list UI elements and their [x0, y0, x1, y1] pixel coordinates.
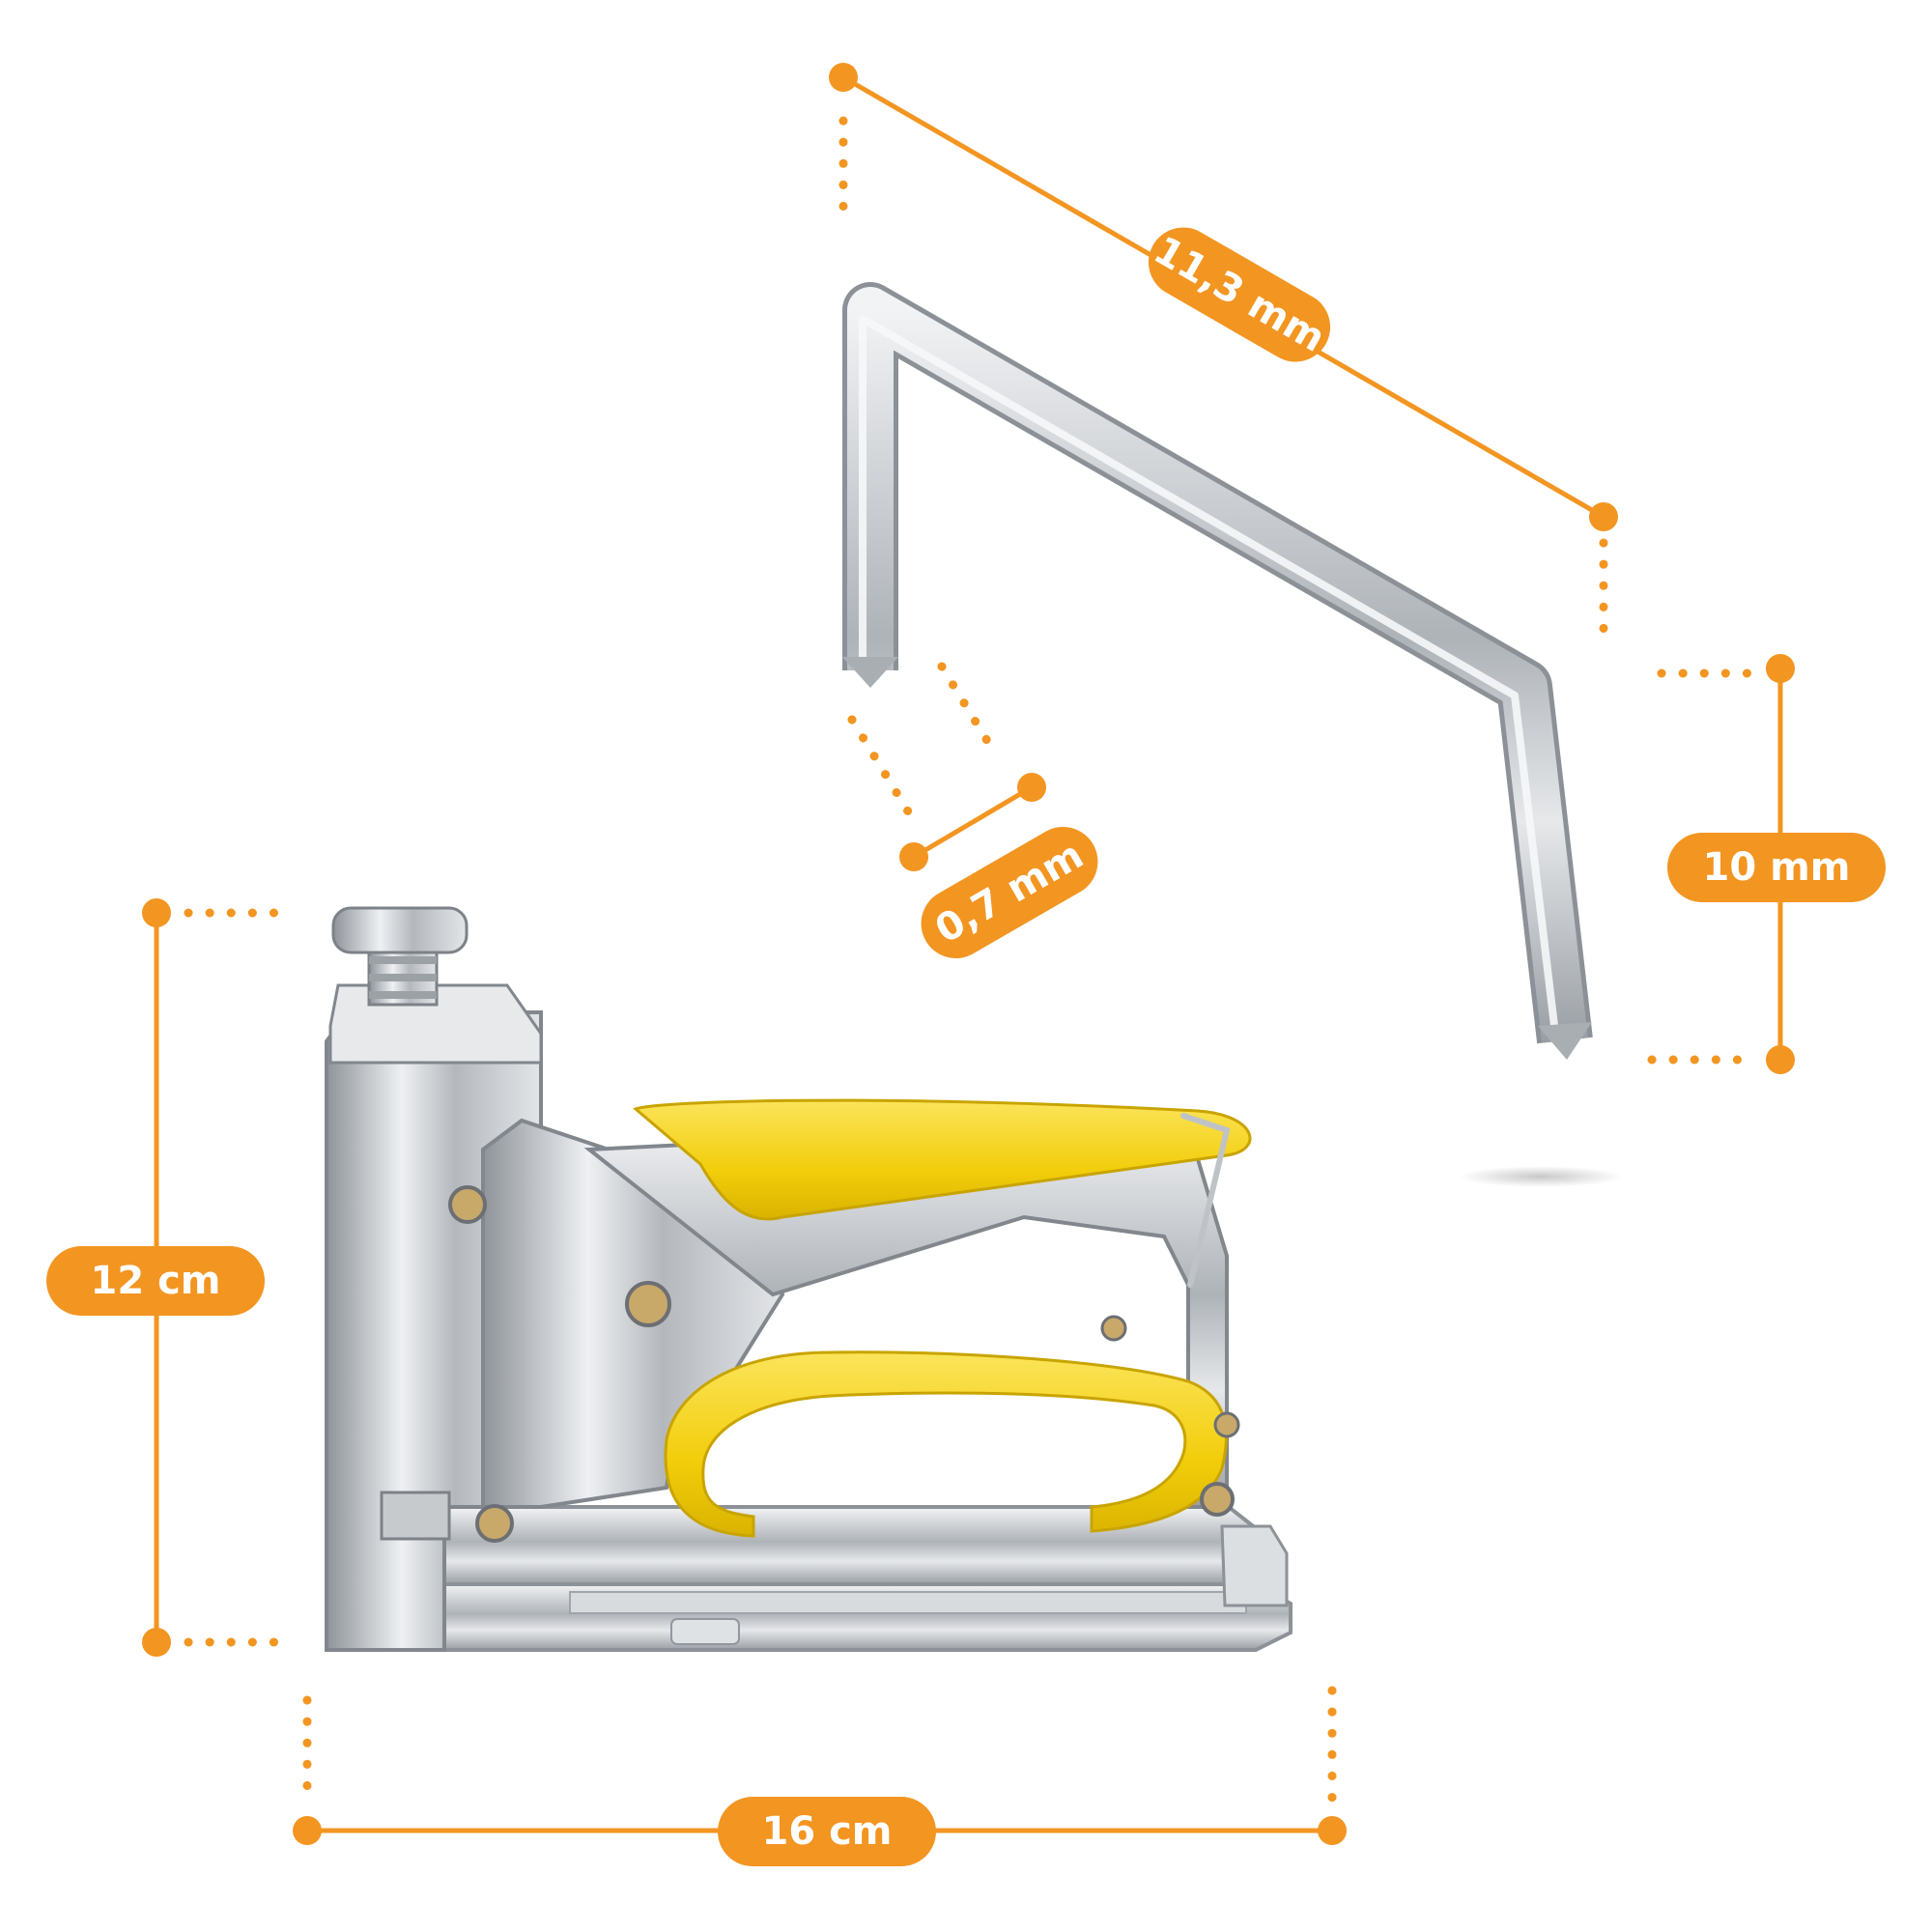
stapler-rivet — [475, 1504, 514, 1543]
stapler-front-clip — [1220, 1524, 1289, 1607]
stapler-rivet — [1200, 1482, 1235, 1517]
staple-length-endpoint-end — [1589, 502, 1618, 531]
staple-wire-line — [912, 784, 1034, 860]
stapler-knob — [331, 906, 469, 954]
staple-wire-badge — [921, 827, 1098, 958]
stapler-knob-thread-3 — [369, 991, 437, 999]
stapler-base-slot — [569, 1591, 1247, 1614]
stapler-image — [325, 906, 1293, 1652]
stapler-height-dimension: 12 cm — [46, 898, 290, 1657]
stapler-lower-grip — [664, 1350, 1228, 1538]
staple-height-endpoint-top — [1766, 654, 1795, 683]
stapler-rivet — [1213, 1411, 1240, 1438]
stapler-height-label: 12 cm — [91, 1259, 221, 1303]
staple-height-label: 10 mm — [1703, 845, 1851, 890]
staple-height-dimension: 10 mm — [1647, 654, 1886, 1074]
stapler-knob-thread-2 — [369, 974, 437, 981]
staple-image — [842, 282, 1623, 1187]
stapler-height-endpoint-top — [142, 898, 171, 927]
staple-wire-guide-end — [937, 662, 1000, 758]
stapler-height-badge — [46, 1246, 265, 1316]
stapler-rivet — [1100, 1315, 1127, 1342]
stapler-top-grip — [633, 1098, 1252, 1221]
staple-left-tip — [842, 657, 898, 688]
staple-length-endpoint-start — [829, 63, 858, 92]
staple-wire-guide-start — [847, 715, 913, 816]
stapler-rivet — [625, 1281, 671, 1327]
stapler-knob-thread — [369, 956, 437, 964]
staple-wire-endpoint-start — [899, 842, 928, 871]
stapler-rivet — [448, 1185, 487, 1224]
staple-wire-endpoint-end — [1017, 773, 1046, 802]
staple-wire-dimension: 0,7 mm — [847, 662, 1098, 958]
staple-height-endpoint-bottom — [1766, 1045, 1795, 1074]
staple-height-badge — [1667, 833, 1886, 902]
stapler-spring — [1180, 1113, 1231, 1288]
stapler-width-endpoint-end — [1318, 1816, 1347, 1845]
stapler-base-latch — [670, 1618, 740, 1645]
stapler-head-window — [380, 1491, 451, 1541]
staple-length-badge — [1148, 227, 1331, 362]
staple-right-tip — [1538, 1022, 1592, 1060]
staple-shadow — [1459, 1166, 1623, 1187]
stapler-width-dimension: 16 cm — [293, 1686, 1347, 1866]
staple-wire — [847, 287, 1588, 1043]
stapler-width-endpoint-start — [293, 1816, 322, 1845]
stapler-height-endpoint-bottom — [142, 1628, 171, 1657]
stapler-width-label: 16 cm — [762, 1809, 893, 1854]
stapler-width-badge — [718, 1797, 936, 1866]
staple-wire-highlight — [859, 315, 1559, 1035]
